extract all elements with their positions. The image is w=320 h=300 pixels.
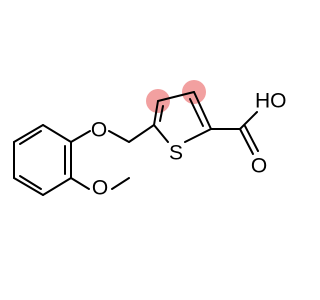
bond-methoxy-oxygen-methyl — [111, 177, 130, 190]
bond-ch2-thiophene-c5 — [128, 124, 155, 143]
bond-c1-ether-oxygen — [70, 130, 91, 143]
bond-thiophene-inner-1 — [189, 98, 204, 127]
thiophene-ring — [153, 91, 212, 143]
bond-thiophene-c3-c4 — [157, 91, 195, 102]
bond-thiophene-c4-c5 — [153, 100, 159, 126]
bond-benzene-c3-c4 — [13, 177, 44, 196]
methoxy-oxygen-label: O — [92, 177, 108, 200]
bond-thiophene-c5-s — [153, 124, 169, 143]
bond-ether-oxygen-ch2 — [108, 130, 130, 143]
bond-benzene-inner-3 — [19, 130, 42, 145]
hydroxyl-label: HO — [255, 90, 287, 113]
benzene-ring — [13, 124, 72, 196]
bond-benzene-c6-c1 — [42, 124, 72, 143]
bond-carboxyl-c-hydroxyl — [239, 111, 258, 130]
bond-carbonyl-1 — [239, 128, 254, 155]
bond-carbonyl-2 — [244, 125, 259, 152]
thiophene-sulfur-label: S — [169, 142, 183, 165]
bond-benzene-c5-c6 — [13, 124, 44, 143]
bond-thiophene-inner-2 — [159, 105, 164, 122]
bond-thiophene-c2-c3 — [193, 91, 212, 130]
bond-c2-methoxy-oxygen — [70, 177, 90, 190]
molecule-structure-diagram: O O S O HO — [13, 80, 287, 200]
bond-thiophene-s-c2 — [184, 128, 212, 143]
ether-oxygen-label: O — [91, 119, 107, 142]
bond-benzene-c2-c3 — [42, 177, 72, 196]
carbonyl-oxygen-label: O — [251, 155, 267, 178]
bond-benzene-inner-2 — [19, 175, 42, 190]
